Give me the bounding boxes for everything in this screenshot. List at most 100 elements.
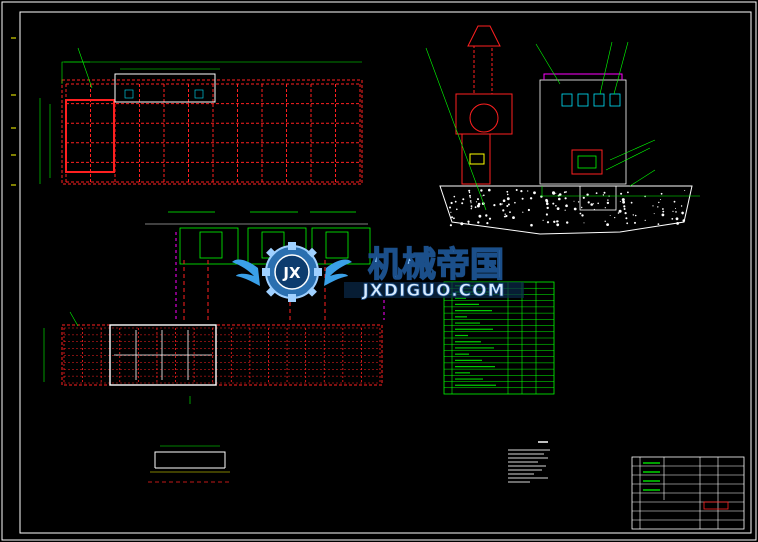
- watermark-url-band: [344, 282, 524, 298]
- aggregate-dot: [450, 201, 453, 205]
- aggregate-dot: [675, 208, 676, 209]
- aggregate-dot: [483, 194, 485, 197]
- aggregate-dot: [477, 202, 481, 206]
- aggregate-dot: [546, 202, 549, 206]
- aggregate-dot: [671, 218, 674, 220]
- aggregate-dot: [682, 213, 684, 215]
- aggregate-dot: [546, 206, 549, 210]
- aggregate-dot: [468, 189, 471, 192]
- aggregate-dot: [564, 197, 567, 200]
- aggregate-dot: [546, 221, 550, 224]
- aggregate-dot: [477, 198, 479, 201]
- aggregate-dot: [505, 214, 508, 218]
- technical-notes: [508, 441, 550, 483]
- aggregate-dot: [493, 204, 496, 207]
- aggregate-dot: [577, 201, 580, 203]
- aggregate-dot: [555, 205, 557, 207]
- aggregate-dot: [587, 201, 590, 204]
- aggregate-dot: [675, 211, 677, 213]
- watermark-url: JXDIGUO.COM: [361, 281, 505, 301]
- aggregate-dot: [552, 191, 555, 195]
- aggregate-dot: [527, 208, 531, 212]
- aggregate-dot: [477, 221, 480, 224]
- aggregate-dot: [675, 217, 679, 221]
- aggregate-dot: [533, 191, 536, 195]
- aggregate-dot: [581, 206, 583, 209]
- aggregate-dot: [583, 222, 585, 224]
- aggregate-dot: [597, 202, 599, 205]
- chimney-stack: [473, 45, 493, 95]
- title-block-red-cell: [703, 501, 729, 510]
- aggregate-dot: [470, 202, 472, 204]
- aggregate-dot: [634, 221, 636, 224]
- side-elevation-grid: [65, 83, 361, 183]
- aggregate-dot: [552, 202, 555, 205]
- aggregate-dot: [514, 201, 516, 204]
- tower-inner-block: [571, 149, 603, 175]
- aggregate-dot: [624, 212, 627, 215]
- aggregate-dot: [617, 212, 620, 214]
- aggregate-dot: [603, 191, 606, 194]
- aggregate-dot: [469, 194, 471, 197]
- aggregate-dot: [658, 201, 660, 204]
- detail-a-frame: [179, 227, 239, 265]
- aggregate-dot: [468, 222, 470, 224]
- aggregate-dot: [453, 217, 455, 220]
- aggregate-dot: [471, 207, 473, 209]
- aggregate-dot: [621, 198, 625, 202]
- detail-c-box: [325, 231, 349, 259]
- aggregate-dot: [620, 192, 623, 195]
- aggregate-dot: [619, 201, 621, 202]
- aggregate-dot: [602, 194, 605, 196]
- aggregate-dot: [529, 197, 533, 200]
- plan-view: [43, 311, 383, 404]
- aggregate-dot: [660, 192, 663, 195]
- aggregate-dot: [557, 220, 559, 222]
- aggregate-dot: [520, 190, 523, 193]
- aggregate-dot: [553, 220, 556, 223]
- aggregate-dot: [545, 199, 549, 203]
- watermark-wings: [232, 259, 352, 286]
- aggregate-dot: [564, 209, 566, 211]
- aggregate-dot: [632, 214, 634, 216]
- aggregate-dot: [545, 213, 549, 216]
- aggregate-dot: [461, 202, 464, 205]
- aggregate-dot: [653, 213, 655, 215]
- aggregate-dot: [607, 199, 609, 201]
- aggregate-dot: [556, 223, 560, 227]
- tower-body: [539, 79, 627, 185]
- watermark-chinese-title: 机械帝国: [368, 245, 504, 285]
- aggregate-dot: [623, 208, 626, 210]
- watermark-logo-letters: JX: [282, 264, 301, 282]
- foundation-aggregate: [449, 188, 686, 227]
- aggregate-dot: [582, 196, 585, 199]
- aggregate-dot: [618, 209, 622, 213]
- aggregate-dot: [542, 219, 544, 221]
- aggregate-dot: [609, 215, 611, 216]
- aggregate-dot: [573, 207, 577, 211]
- aggregate-dot: [460, 222, 464, 226]
- aggregate-dot: [652, 205, 654, 207]
- binding-margin-marks: [11, 37, 16, 186]
- aggregate-dot: [595, 192, 598, 195]
- aggregate-dot: [530, 223, 533, 227]
- aggregate-dot: [515, 189, 518, 191]
- plan-view-grid: [63, 327, 381, 384]
- side-elevation-highlight-left: [65, 99, 115, 173]
- aggregate-dot: [566, 221, 569, 224]
- aggregate-dot: [684, 190, 686, 191]
- aggregate-dot: [449, 224, 452, 227]
- aggregate-dot: [462, 198, 465, 201]
- aggregate-dot: [662, 210, 665, 213]
- aggregate-dot: [626, 222, 629, 225]
- aggregate-dot: [504, 213, 506, 215]
- aggregate-dot: [454, 200, 457, 203]
- title-block: [631, 456, 745, 530]
- aggregate-dot: [507, 203, 510, 206]
- aggregate-dot: [672, 210, 674, 212]
- aggregate-dot: [604, 220, 606, 222]
- plan-view-outline: [61, 324, 383, 386]
- aggregate-dot: [623, 205, 626, 208]
